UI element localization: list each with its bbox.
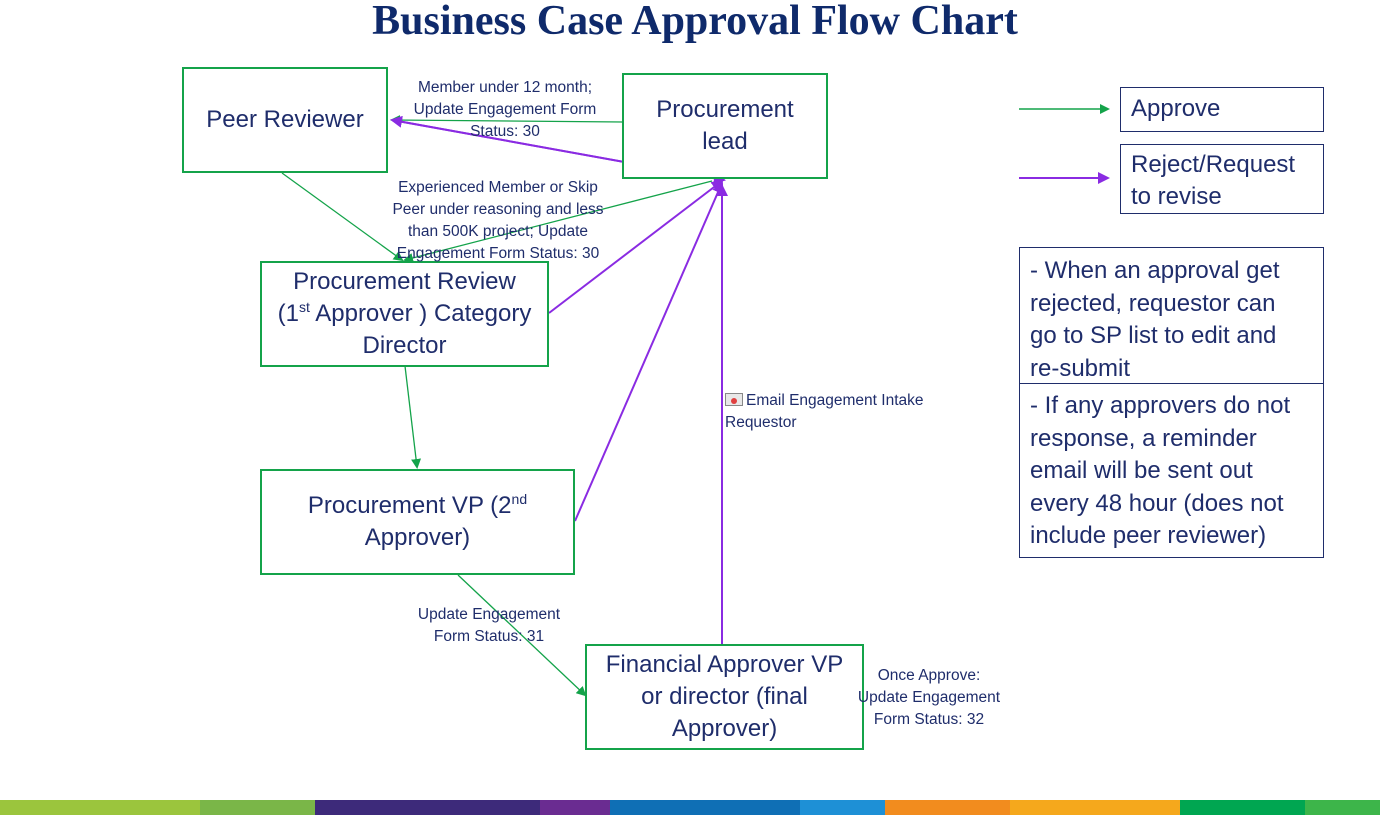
page-title: Business Case Approval Flow Chart — [372, 0, 1018, 44]
label-email-l1: Email Engagement Intake — [746, 392, 924, 409]
label-update31-l1: Update Engagement — [417, 606, 561, 623]
node-peer-reviewer: Peer Reviewer — [182, 67, 388, 173]
node-procurement-lead-line1: Procurement — [656, 96, 794, 123]
node-procurement-review-sup: st — [299, 299, 310, 315]
node-procurement-review-line3: Director — [362, 332, 447, 359]
note-rejection-l3: go to SP list to edit and — [1030, 322, 1277, 349]
label-member-under: Member under 12 month; Update Engagement… — [395, 77, 615, 143]
node-procurement-vp-sup: nd — [511, 491, 528, 507]
node-procurement-review-line1: Procurement Review — [293, 268, 516, 295]
legend-approve: Approve — [1120, 87, 1324, 132]
node-procurement-review-label: Procurement Review (1st Approver ) Categ… — [278, 266, 532, 362]
note-reminder-l5: include peer reviewer) — [1030, 522, 1267, 549]
note-rejection-l1: - When an approval get — [1030, 257, 1280, 284]
legend-approve-label: Approve — [1131, 95, 1221, 122]
label-once-approve-l1: Once Approve: — [877, 667, 981, 684]
label-member-under-l1: Member under 12 month; — [417, 79, 593, 96]
legend-reject-line2: to revise — [1131, 183, 1222, 210]
node-financial-approver-line1: Financial Approver VP — [605, 651, 844, 678]
node-procurement-lead-label: Procurement lead — [656, 94, 793, 158]
bottom-color-bar — [0, 800, 1380, 815]
node-peer-reviewer-label: Peer Reviewer — [206, 106, 364, 133]
node-procurement-lead-line2: lead — [702, 128, 748, 155]
arrow-lead-to-review — [403, 180, 713, 263]
arrow-reject-vp — [574, 181, 724, 522]
arrow-peer-to-review — [281, 172, 404, 262]
label-member-under-l2: Update Engagement Form — [413, 101, 597, 118]
label-once-approve-l2: Update Engagement — [857, 689, 1001, 706]
note-rejection-l4: re-submit — [1030, 354, 1131, 382]
node-procurement-vp-label: Procurement VP (2nd Approver) — [308, 490, 527, 554]
node-procurement-review-line2-post: Approver ) Category — [309, 300, 532, 327]
email-icon — [725, 393, 743, 406]
note-reminder-l1: - If any approvers do not — [1030, 392, 1291, 419]
node-procurement-vp-line1: Procurement VP (2 — [307, 492, 512, 519]
label-update31-l2: Form Status: 31 — [433, 628, 545, 645]
label-experienced: Experienced Member or Skip Peer under re… — [380, 177, 616, 265]
note-reminder-l4: every 48 hour (does not — [1030, 489, 1284, 517]
label-experienced-l3: than 500K project; Update — [407, 223, 589, 240]
legend-reject-line1: Reject/Request — [1131, 151, 1296, 178]
note-reminder: - If any approvers do not response, a re… — [1019, 383, 1324, 558]
label-once-approve-l3: Form Status: 32 — [873, 711, 985, 728]
label-once-approve: Once Approve: Update Engagement Form Sta… — [850, 665, 1008, 731]
note-rejection-l2: rejected, requestor can — [1030, 289, 1276, 317]
label-email: Email Engagement Intake Requestor — [725, 390, 924, 434]
arrow-review-to-vp — [404, 365, 422, 469]
arrow-lead-to-peer — [390, 115, 624, 126]
note-reminder-l2: response, a reminder — [1030, 424, 1257, 452]
node-financial-approver-line3: Approver) — [671, 715, 778, 742]
node-procurement-lead: Procurement lead — [622, 73, 828, 179]
node-financial-approver-label: Financial Approver VP or director (final… — [606, 649, 843, 745]
node-procurement-review: Procurement Review (1st Approver ) Categ… — [260, 261, 549, 367]
note-rejection: - When an approval get rejected, request… — [1019, 247, 1324, 384]
legend-reject: Reject/Request to revise — [1120, 144, 1324, 214]
label-member-under-l3: Status: 30 — [470, 123, 540, 140]
label-experienced-l1: Experienced Member or Skip — [398, 179, 598, 196]
note-reminder-l3: email will be sent out — [1030, 457, 1253, 484]
label-experienced-l2: Peer under reasoning and less — [392, 201, 604, 218]
label-update31: Update Engagement Form Status: 31 — [405, 604, 573, 648]
arrow-reject-review — [548, 179, 724, 314]
node-procurement-vp-line2: Approver) — [364, 524, 471, 551]
node-procurement-review-line2-pre: (1 — [277, 300, 299, 327]
node-financial-approver: Financial Approver VP or director (final… — [585, 644, 864, 750]
node-procurement-vp: Procurement VP (2nd Approver) — [260, 469, 575, 575]
arrow-vp-to-financial — [457, 574, 587, 697]
label-experienced-l4: Engagement Form Status: 30 — [396, 245, 600, 262]
label-email-l2: Requestor — [725, 414, 797, 431]
node-financial-approver-line2: or director (final — [641, 683, 808, 710]
